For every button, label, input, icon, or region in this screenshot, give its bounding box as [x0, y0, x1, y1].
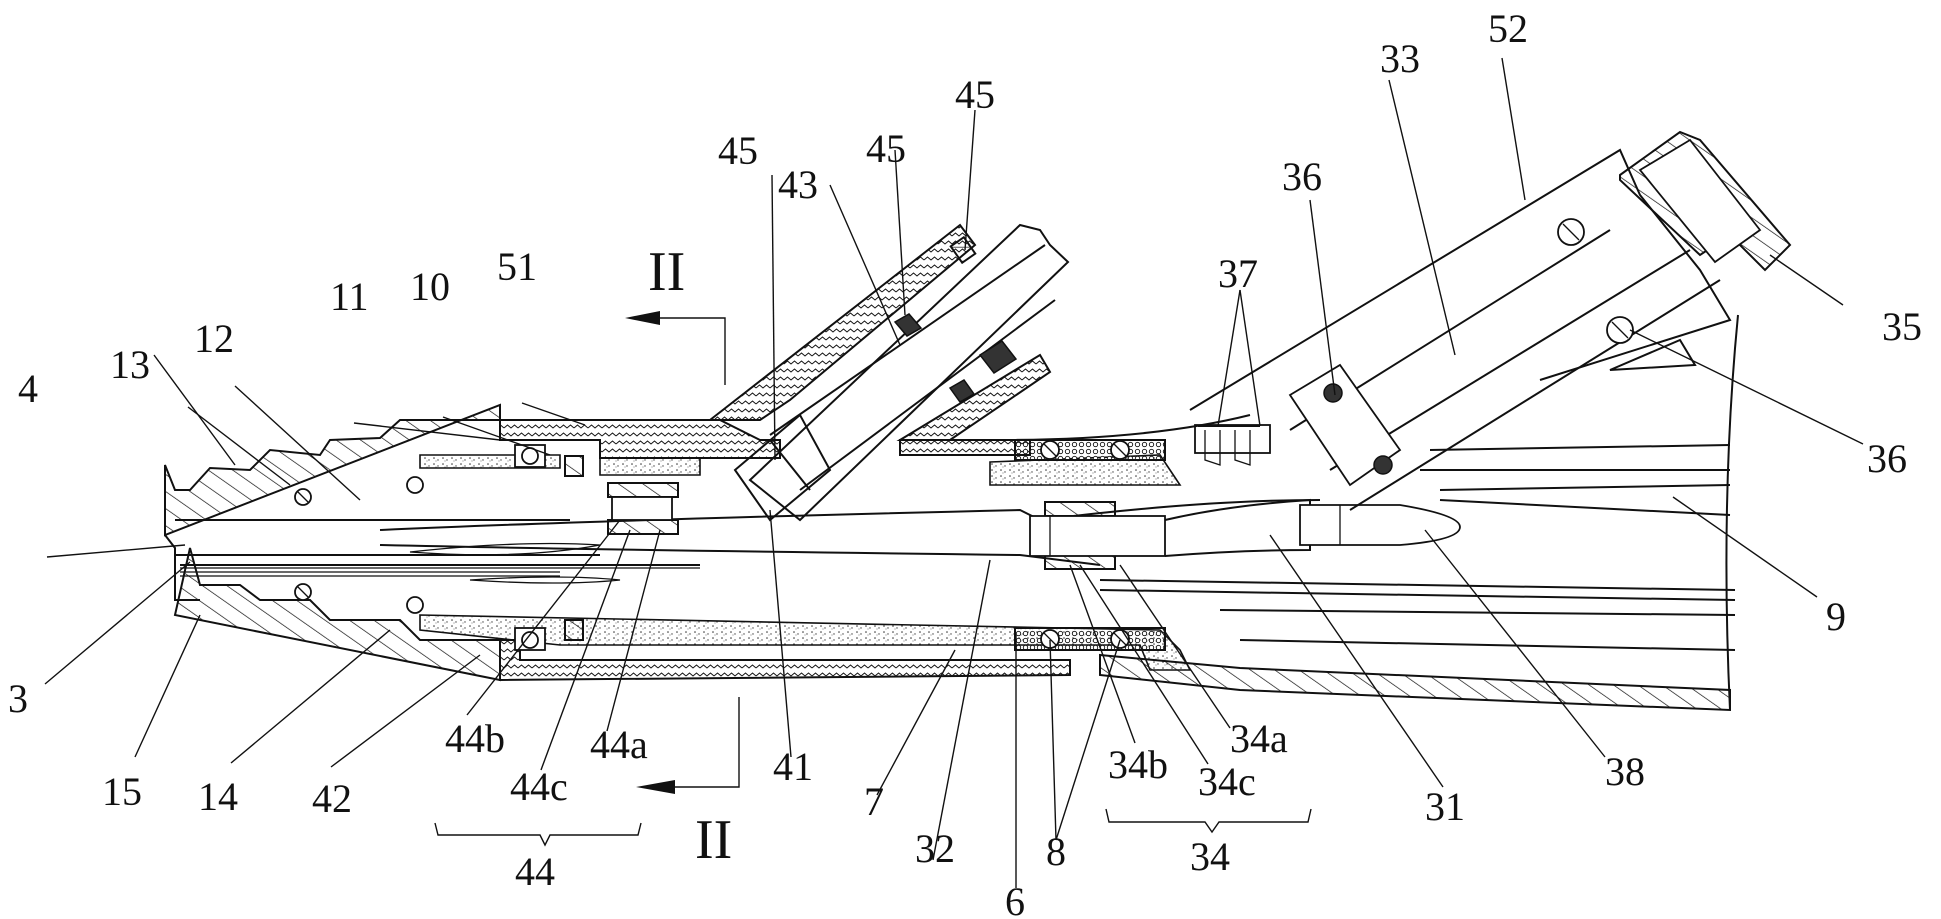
label-7: 7: [864, 779, 884, 824]
label-8: 8: [1046, 829, 1066, 874]
seal-block-8: [1014, 439, 1166, 651]
section-marker-top: II: [625, 241, 726, 385]
label-41: 41: [773, 744, 813, 789]
section-label-bottom: II: [695, 809, 732, 871]
label-52: 52: [1488, 6, 1528, 51]
label-38: 38: [1605, 749, 1645, 794]
label-34c: 34c: [1198, 759, 1256, 804]
label-9: 9: [1826, 594, 1846, 639]
label-12: 12: [194, 316, 234, 361]
label-34: 34: [1190, 834, 1230, 879]
clip-37: [1194, 424, 1271, 466]
label-44b: 44b: [445, 716, 505, 761]
label-36-lower: 36: [1867, 436, 1907, 481]
label-6: 6: [1005, 879, 1025, 919]
label-3: 3: [8, 676, 28, 721]
label-45-top: 45: [955, 72, 995, 117]
brace-44: [434, 822, 642, 847]
label-33: 33: [1380, 36, 1420, 81]
upper-branch-43: [707, 223, 1070, 522]
label-15: 15: [102, 769, 142, 814]
leader-lines: [44, 57, 1864, 888]
label-32: 32: [915, 826, 955, 871]
label-35: 35: [1882, 304, 1922, 349]
central-shaft: [379, 482, 1461, 584]
label-4: 4: [18, 366, 38, 411]
label-31: 31: [1425, 784, 1465, 829]
label-44c: 44c: [510, 764, 568, 809]
label-51: 51: [497, 244, 537, 289]
label-34a: 34a: [1230, 716, 1288, 761]
label-44: 44: [515, 849, 555, 894]
label-10: 10: [410, 264, 450, 309]
reference-labels: 4 13 12 11 10 51 45 43 45 45 37 36 33 52…: [8, 6, 1922, 919]
label-34b: 34b: [1108, 742, 1168, 787]
section-marker-bottom: II: [636, 697, 740, 871]
brace-34: [1105, 808, 1312, 834]
upper-right-branch-33: [1189, 130, 1792, 511]
label-45-mid: 45: [866, 126, 906, 171]
label-11: 11: [330, 274, 369, 319]
section-label-top: II: [648, 241, 685, 303]
label-36-upper: 36: [1282, 154, 1322, 199]
label-42: 42: [312, 776, 352, 821]
label-45-left: 45: [718, 128, 758, 173]
label-37: 37: [1218, 251, 1258, 296]
label-14: 14: [198, 774, 238, 819]
label-43: 43: [778, 162, 818, 207]
label-44a: 44a: [590, 722, 648, 767]
rear-body: [999, 314, 1739, 712]
label-13: 13: [110, 342, 150, 387]
front-housing: [164, 403, 700, 682]
